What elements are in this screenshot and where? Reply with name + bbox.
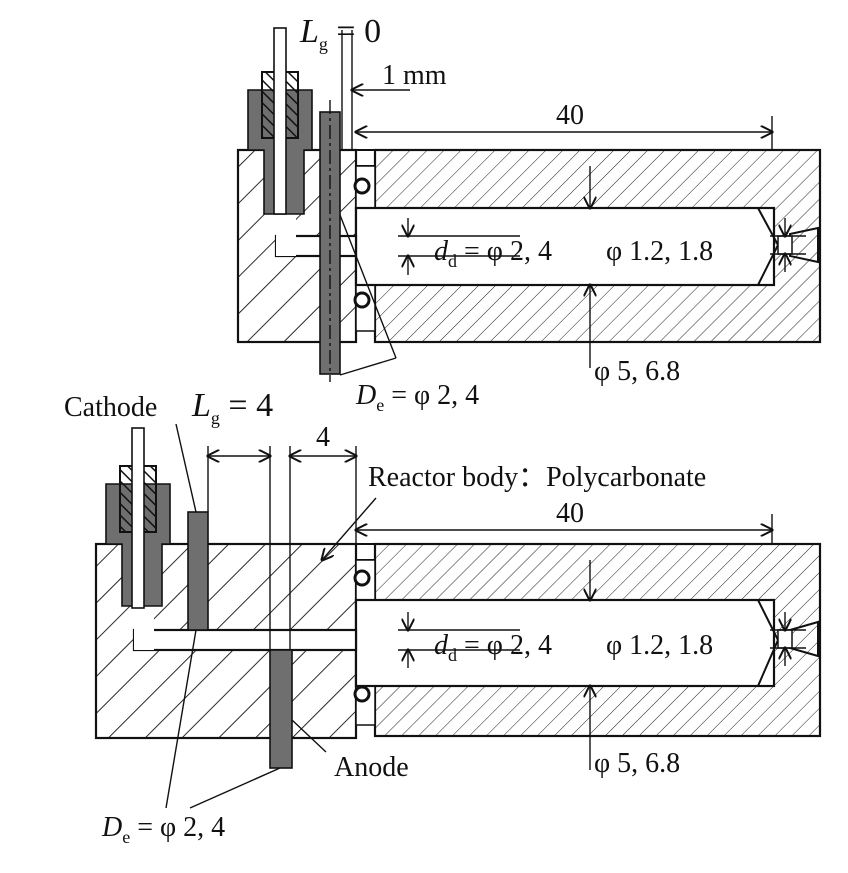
top-de-label: De = φ 2, 4 [355,380,479,415]
bottom-length-label: 40 [556,498,584,529]
top-flow-channel [354,206,776,287]
bottom-lg-label: Lg = 4 [191,387,273,428]
top-oring-upper [353,177,371,195]
bottom-oring-lower [353,685,371,703]
cathode-label: Cathode [64,392,157,423]
bottom-dd-label: dd = φ 2, 4 [434,630,552,665]
cathode-rod [187,511,209,631]
bottom-de-label: De = φ 2, 4 [101,812,225,847]
bottom-gap-label: 4 [316,422,330,453]
top-assembly [236,27,822,382]
top-oring-lower [353,291,371,309]
top-dd-label: dd = φ 2, 4 [434,236,552,271]
anode-rod [269,649,293,769]
top-outer-label: φ 5, 6.8 [594,356,680,387]
bottom-assembly [94,423,822,809]
anode-label: Anode [334,752,409,783]
bottom-gas-tube [131,427,145,609]
reactor-body-label: Reactor body：Polycarbonate [368,462,706,493]
bottom-outer-label: φ 5, 6.8 [594,748,680,779]
top-gas-tube [273,27,287,215]
top-inner-label: φ 1.2, 1.8 [606,236,713,267]
top-gap-label: 1 mm [382,60,447,91]
bottom-flow-channel [354,598,776,688]
bottom-oring-upper [353,569,371,587]
bottom-inner-label: φ 1.2, 1.8 [606,630,713,661]
top-length-label: 40 [556,100,584,131]
top-lg-label: Lg = 0 [299,13,381,54]
